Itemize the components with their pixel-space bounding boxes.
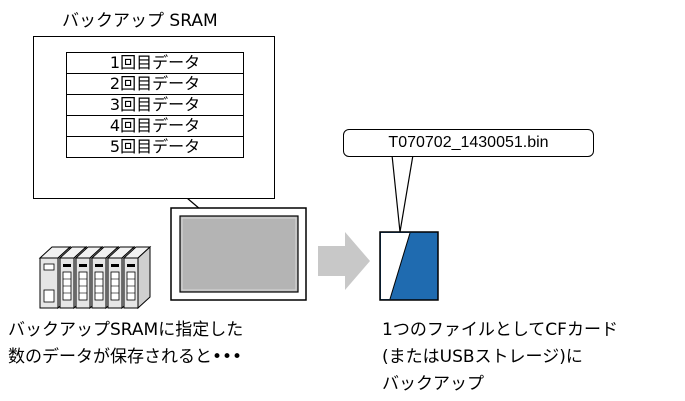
sram-row-2-label: 2回目データ	[66, 73, 244, 95]
sram-box: 1回目データ 2回目データ 3回目データ 4回目データ 5回目データ	[33, 36, 275, 199]
caption-left: バックアップSRAMに指定した 数のデータが保存されると•••	[8, 317, 243, 371]
caption-right-line-1: 1つのファイルとしてCFカード	[382, 320, 618, 340]
sram-row-1: 1回目データ	[66, 52, 244, 74]
caption-right: 1つのファイルとしてCFカード (またはUSBストレージ)に バックアップ	[382, 317, 618, 398]
sram-row-5: 5回目データ	[66, 136, 244, 158]
arrow-right-icon	[318, 232, 370, 290]
callout-tail	[391, 154, 414, 233]
display-icon	[170, 207, 307, 301]
sram-row-5-label: 5回目データ	[66, 136, 244, 158]
sram-row-3-label: 3回目データ	[66, 94, 244, 116]
caption-left-line-1: バックアップSRAMに指定した	[8, 320, 244, 340]
sram-row-3: 3回目データ	[66, 94, 244, 116]
caption-right-line-3: バックアップ	[382, 374, 484, 394]
sram-row-4: 4回目データ	[66, 115, 244, 137]
sram-title: バックアップ SRAM	[62, 11, 218, 31]
sram-row-2: 2回目データ	[66, 73, 244, 95]
sram-row-4-label: 4回目データ	[66, 115, 244, 137]
filename-callout: T070702_1430051.bin	[343, 129, 594, 157]
sram-data-table: 1回目データ 2回目データ 3回目データ 4回目データ 5回目データ	[66, 52, 244, 158]
caption-left-line-2: 数のデータが保存されると•••	[8, 347, 243, 367]
caption-right-line-2: (またはUSBストレージ)に	[382, 347, 583, 367]
cf-card-icon	[379, 231, 439, 301]
plc-icon	[38, 245, 152, 310]
sram-row-1-label: 1回目データ	[66, 52, 244, 74]
